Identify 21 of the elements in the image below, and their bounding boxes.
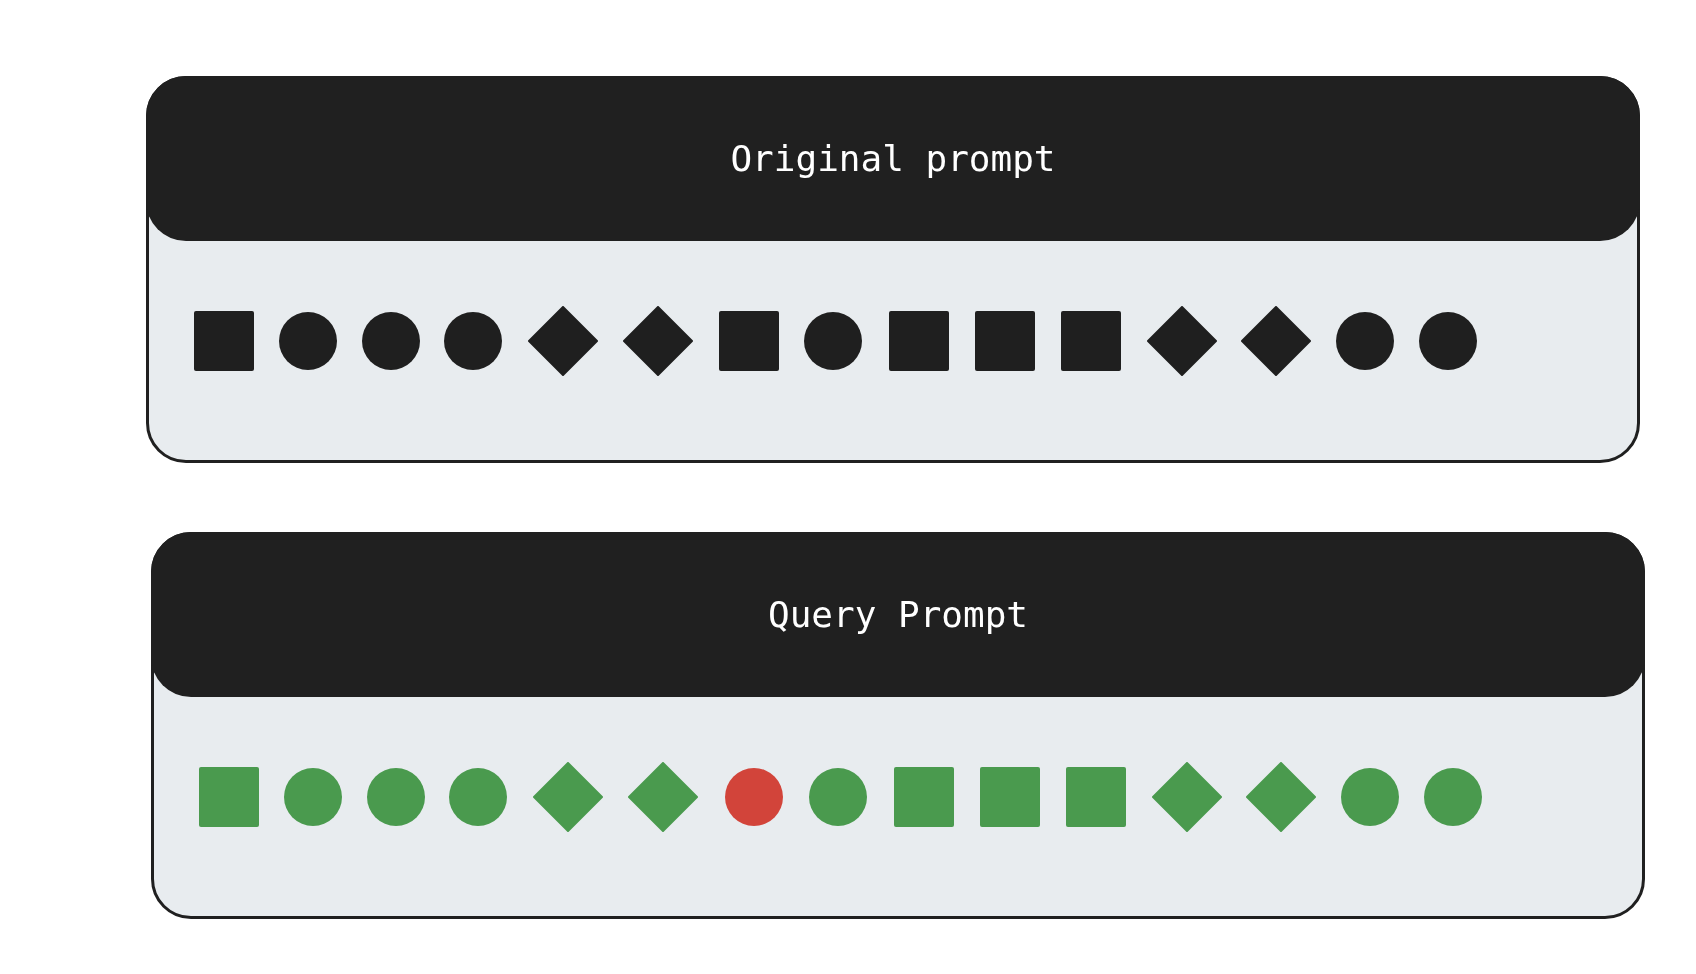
prompt-panel (151, 532, 1645, 919)
panel-title: Original prompt (730, 136, 1056, 181)
diamond-shape (628, 762, 698, 832)
diamond-shape (1246, 762, 1316, 832)
square-shape (980, 767, 1040, 827)
diamond-shape (1147, 306, 1217, 376)
square-shape (1061, 311, 1121, 371)
square-shape (1066, 767, 1126, 827)
square-shape (894, 767, 954, 827)
diamond-shape (1241, 306, 1311, 376)
diamond-shape (528, 306, 598, 376)
panel-title: Query Prompt (767, 592, 1029, 637)
prompt-panel (146, 76, 1640, 463)
diamond-shape (533, 762, 603, 832)
square-shape (975, 311, 1035, 371)
diamond-shape (623, 306, 693, 376)
square-shape (889, 311, 949, 371)
square-shape (199, 767, 259, 827)
diamond-shape (1152, 762, 1222, 832)
square-shape (719, 311, 779, 371)
square-shape (194, 311, 254, 371)
